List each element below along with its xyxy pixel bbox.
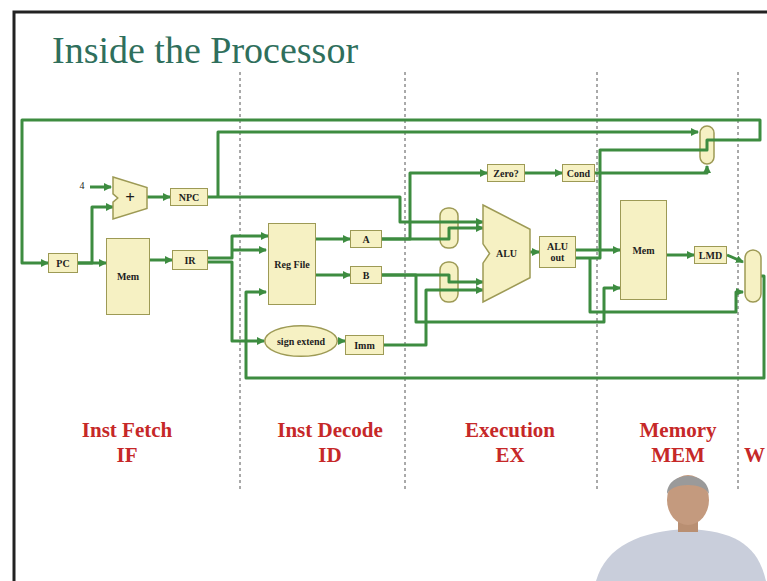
datapath-wire [208, 197, 483, 222]
register-box: B [350, 266, 382, 284]
stage-name: W [744, 443, 765, 468]
datapath-wire [316, 274, 350, 277]
box-label: Mem [116, 271, 140, 282]
box-label: Zero? [492, 168, 519, 179]
datapath-wire [382, 228, 483, 239]
register-box: ALU out [539, 236, 576, 268]
register-box: A [350, 230, 382, 248]
box-label: Mem [631, 245, 655, 256]
box-label: A [361, 234, 370, 245]
memory-box: Mem [620, 200, 667, 300]
datapath-wire [338, 340, 345, 343]
register-box: NPC [170, 188, 208, 206]
register-box: PC [48, 253, 78, 273]
register-box: Imm [345, 335, 384, 355]
stage-code: ID [318, 443, 341, 468]
datapath-wire [208, 236, 268, 258]
register-box: LMD [694, 246, 727, 264]
presenter [596, 475, 766, 581]
register-file: Reg File [268, 223, 316, 305]
datapath-wire [208, 262, 264, 341]
box-label: LMD [698, 250, 723, 261]
datapath-wire [530, 251, 539, 254]
box-label: IR [183, 255, 196, 266]
stage-name: Memory [640, 418, 717, 443]
box-label: NPC [178, 192, 201, 203]
zero-test-box: Zero? [487, 164, 525, 182]
constant-label: 4 [80, 180, 85, 191]
register-box: Cond [562, 164, 595, 182]
box-label: Cond [566, 168, 591, 179]
stage-code: IF [117, 443, 138, 468]
box-label: sign extend [276, 336, 326, 347]
datapath-wire [78, 262, 106, 265]
stage-name: Inst Decode [277, 418, 383, 443]
register-box: IR [172, 250, 208, 270]
alu-unit: ALU [483, 205, 530, 302]
wire [90, 132, 764, 378]
slide-frame [14, 12, 767, 581]
datapath-wire [382, 173, 487, 239]
stage-code: EX [495, 443, 524, 468]
datapath-wire [150, 259, 172, 262]
box-label: Reg File [273, 259, 310, 270]
box-label: Imm [353, 340, 376, 351]
stage-divider [240, 72, 738, 490]
box-label: ALU out [540, 241, 575, 263]
datapath-wire [147, 196, 170, 199]
sign-extend-unit: sign extend [264, 325, 338, 357]
adder: + [113, 177, 147, 219]
stage-name: Execution [465, 418, 555, 443]
datapath-wire [667, 254, 694, 257]
datapath-wire [316, 238, 350, 241]
datapath-wire [576, 249, 620, 252]
stage-code: MEM [651, 443, 705, 468]
slide-title: Inside the Processor [52, 28, 358, 72]
memory-box: Mem [106, 238, 150, 315]
datapath-wire [525, 172, 562, 175]
box-label: + [124, 189, 136, 208]
stage-name: Inst Fetch [82, 418, 172, 443]
box-label: PC [55, 258, 70, 269]
box-label: ALU [495, 248, 518, 259]
box-label: B [362, 270, 371, 281]
datapath-wire [384, 290, 483, 345]
